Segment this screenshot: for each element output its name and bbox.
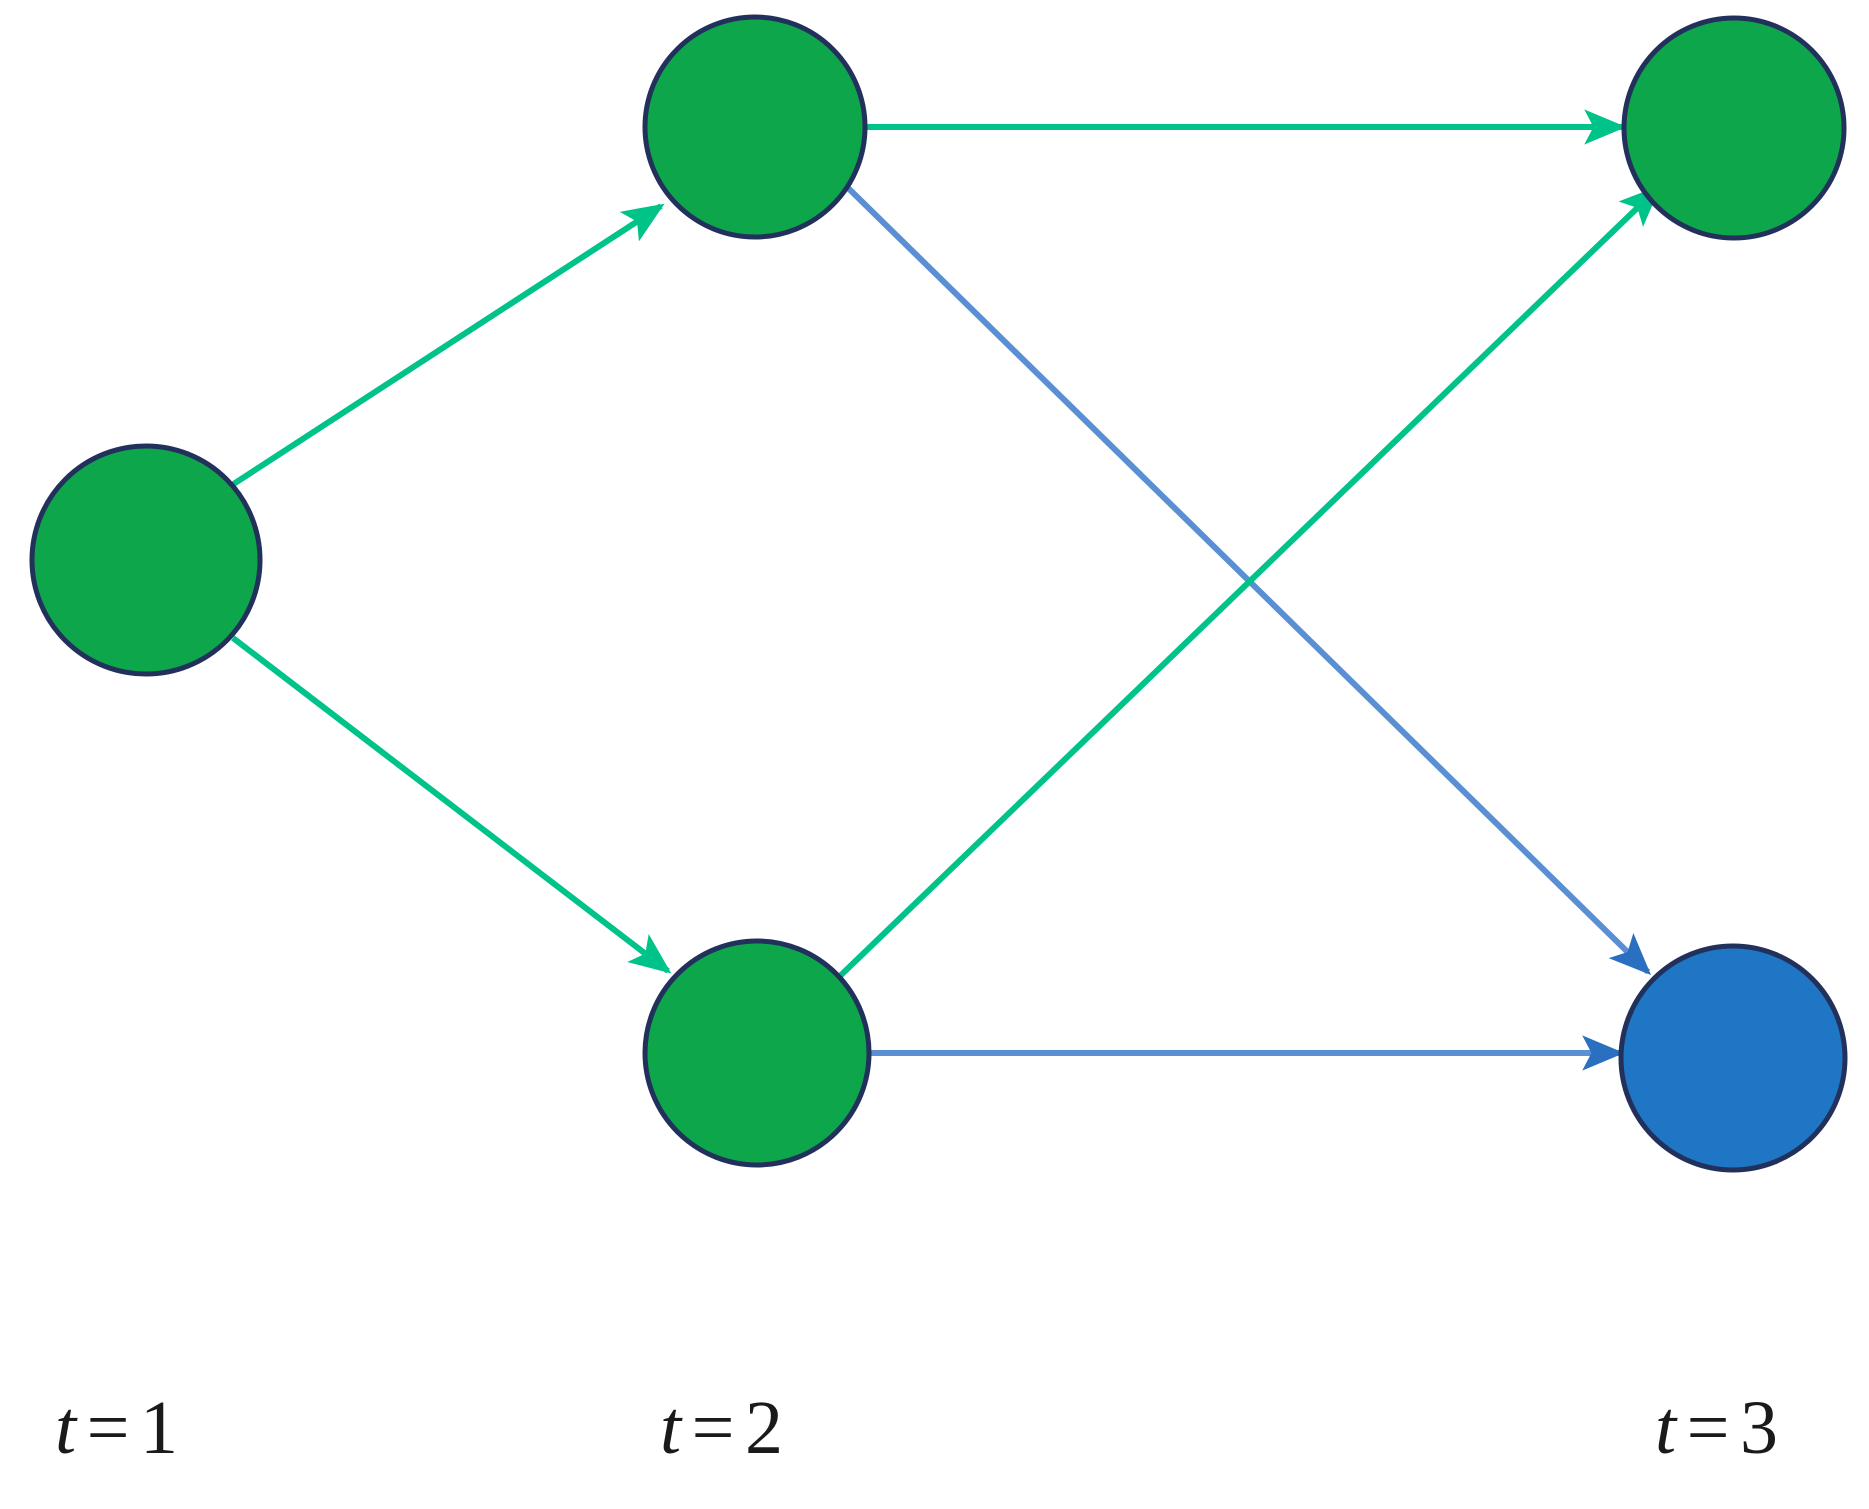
node-t2-top[interactable] [642, 14, 868, 240]
time-label-t1: t=1 [55, 1385, 179, 1472]
edge-t1-to-t2-bottom [231, 635, 672, 974]
time-var-t2: t [660, 1386, 682, 1470]
nodes-layer [29, 14, 1848, 1173]
node-t2-bottom[interactable] [642, 938, 872, 1168]
edge-t2-bottom-to-t3-top [837, 185, 1662, 979]
time-value-t1: 1 [140, 1386, 179, 1470]
edge-t1-to-t2-top [230, 203, 665, 488]
time-var-t1: t [55, 1386, 77, 1470]
equals-sign-t1: = [86, 1386, 130, 1470]
edges-layer [230, 109, 1662, 1071]
node-t3-top[interactable] [1621, 15, 1847, 241]
time-var-t3: t [1655, 1386, 1677, 1470]
time-value-t3: 3 [1740, 1386, 1779, 1470]
time-label-t2: t=2 [660, 1385, 784, 1472]
edge-t2-top-to-t3-bottom [839, 179, 1651, 975]
equals-sign-t3: = [1686, 1386, 1730, 1470]
node-t1[interactable] [29, 443, 263, 677]
time-label-t3: t=3 [1655, 1385, 1779, 1472]
equals-sign-t2: = [691, 1386, 735, 1470]
node-t3-bottom[interactable] [1618, 943, 1848, 1173]
time-value-t2: 2 [745, 1386, 784, 1470]
